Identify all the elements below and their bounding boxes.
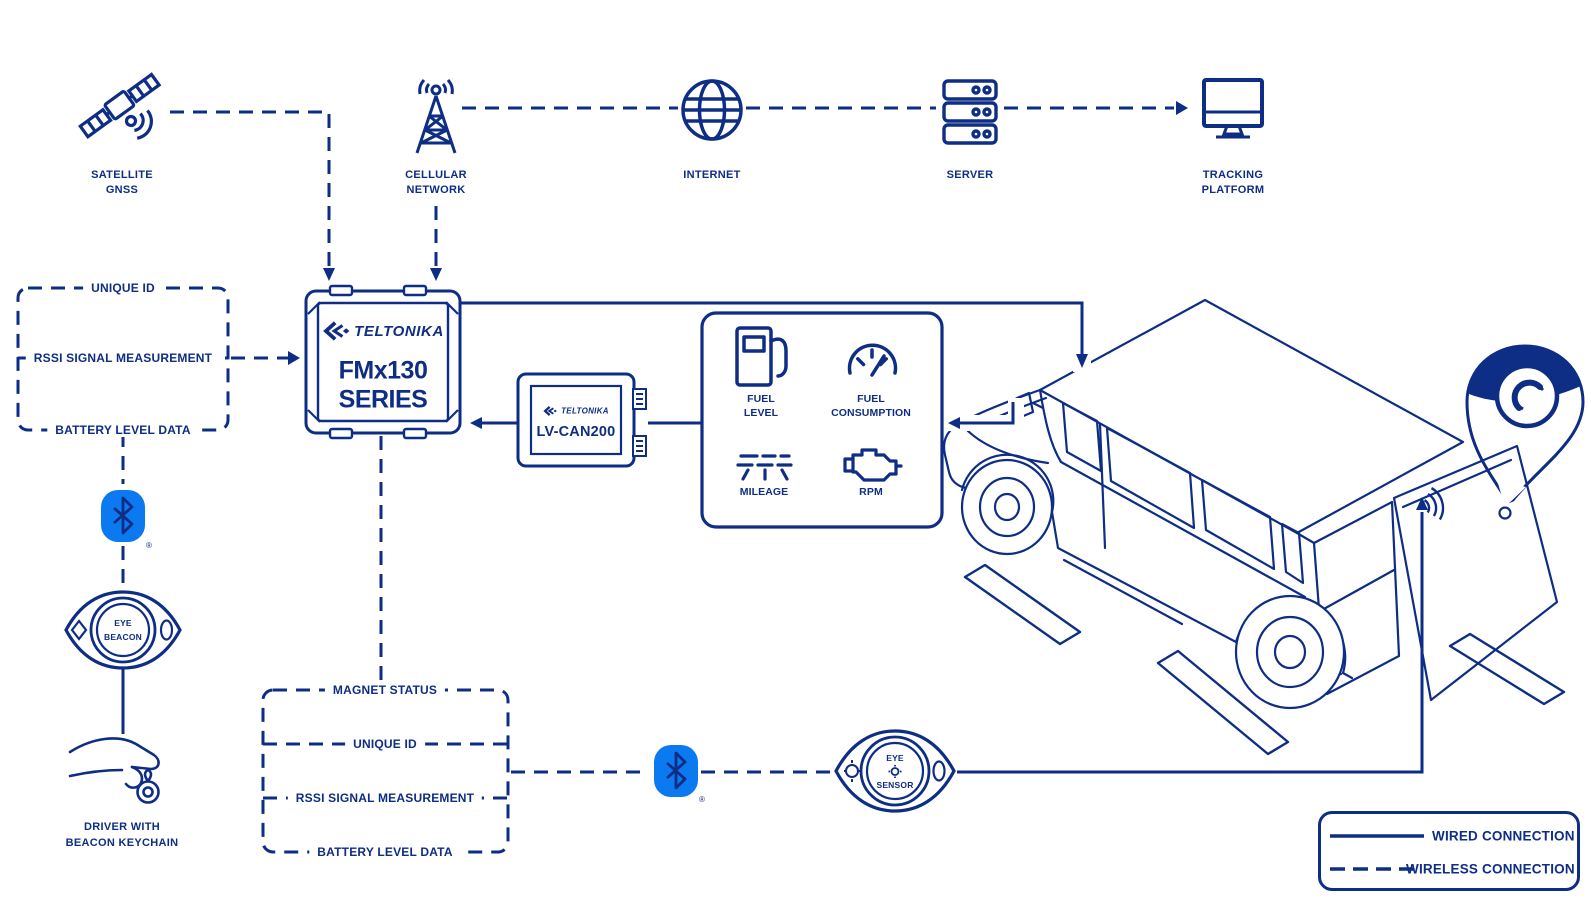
pin-tip-highlight (1497, 480, 1526, 507)
satellite-icon (78, 72, 162, 140)
link-tracker-van (460, 301, 1084, 356)
mounting-tabs (328, 284, 428, 440)
link-satellite-tracker (170, 110, 331, 270)
gauge-icon (847, 343, 898, 377)
monitor-icon (1202, 78, 1264, 139)
server-icon (942, 79, 998, 145)
hand-keychain-icon (68, 737, 160, 804)
link-sensor-van (957, 512, 1424, 774)
van-open-door (1392, 444, 1559, 702)
sensor-data-box (261, 688, 510, 854)
svg-text:®: ® (699, 795, 705, 804)
legend-samples (1330, 834, 1424, 871)
signal-arcs-icon (1423, 487, 1445, 521)
van-wheels (960, 458, 1346, 710)
can-adapter-device (516, 372, 647, 468)
fuel-pump-icon (735, 326, 788, 387)
eye-sensor-icon (834, 729, 956, 813)
road-stripes (963, 563, 1566, 756)
door-handle (1498, 506, 1512, 520)
eye-beacon-icon (64, 590, 182, 670)
can-data-panel (700, 311, 944, 529)
sensor-data-box-dividers (263, 742, 508, 800)
globe-icon (681, 79, 743, 141)
van-icon (942, 298, 1559, 710)
bluetooth-icon: ® (654, 745, 705, 804)
wired-connectors (121, 301, 1428, 774)
magnet-pin-icon (1465, 344, 1585, 507)
svg-text:®: ® (146, 541, 152, 550)
wired-arrowheads (470, 354, 1428, 510)
cell-tower-icon (415, 78, 457, 154)
link-van-canpanel (952, 402, 1015, 425)
can-connector-pins (632, 388, 647, 457)
tracker-device (304, 284, 462, 440)
wireless-arrowheads (288, 101, 1188, 365)
road-icon (736, 454, 793, 481)
engine-icon (843, 448, 903, 482)
bluetooth-icon: ® (101, 490, 152, 550)
